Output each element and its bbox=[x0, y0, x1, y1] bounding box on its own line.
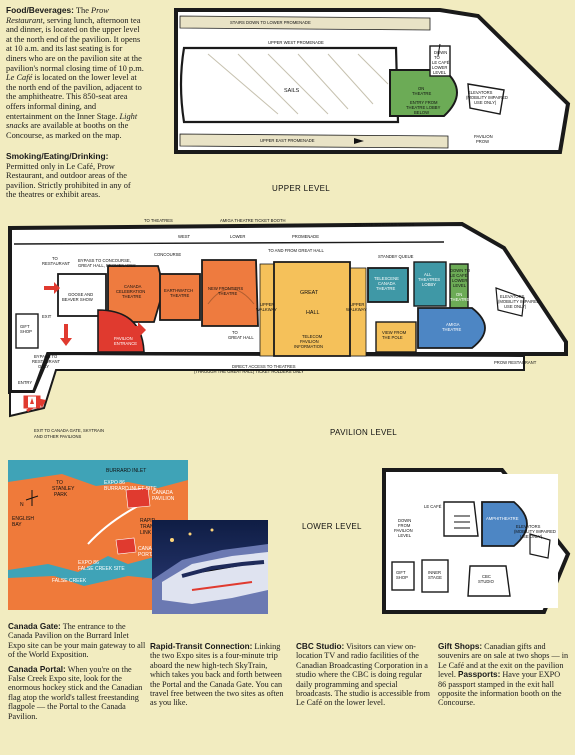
pav-upper-walkway-left: UPPER WALKWAY bbox=[256, 302, 277, 312]
lower-level-caption: LOWER LEVEL bbox=[302, 522, 362, 531]
upper-level-map: STAIRS DOWN TO LOWER PROMENADE UPPER WES… bbox=[174, 8, 571, 154]
pav-prow-restaurant: PROW RESTAURANT bbox=[494, 360, 537, 365]
pav-lower: LOWER bbox=[230, 234, 245, 239]
lower-inner-stage: INNER STAGE bbox=[428, 570, 442, 580]
upper-level-caption: UPPER LEVEL bbox=[272, 184, 330, 193]
canada-portal-text: When you're on the False Creek Expo site… bbox=[8, 664, 143, 721]
food-snacks-text: are available at booths on the Concourse… bbox=[6, 121, 129, 140]
upper-down-to-le-cafe: DOWN TO LE CAFÉ LOWER LEVEL bbox=[432, 50, 451, 75]
passports-heading: Passports: bbox=[458, 670, 501, 680]
upper-stairs-label: STAIRS DOWN TO LOWER PROMENADE bbox=[230, 20, 311, 25]
smoking-heading: Smoking/Eating/Drinking: bbox=[6, 151, 109, 161]
pavilion-level-caption: PAVILION LEVEL bbox=[330, 428, 398, 437]
pav-from-great-hall: TO AND FROM GREAT HALL bbox=[268, 248, 325, 253]
food-prow-text: serving lunch, afternoon tea and dinner,… bbox=[6, 15, 144, 73]
map-false-creek: FALSE CREEK bbox=[52, 578, 87, 584]
pav-entry: ENTRY bbox=[18, 380, 32, 385]
gift-shops-text: Canadian gifts and souvenirs are on sale… bbox=[438, 642, 569, 680]
pav-concourse: CONCOURSE bbox=[154, 252, 181, 257]
pav-canada-celebration: CANADA CELEBRATION THEATRE bbox=[116, 284, 146, 299]
map-rapid-transit: RAPID TRANSIT LINK bbox=[140, 518, 163, 536]
pav-great-hall: GREAT HALL bbox=[300, 290, 320, 316]
food-prow-intro: The bbox=[75, 6, 89, 15]
pav-direct-access: DIRECT ACCESS TO THEATRES (THROUGH THE G… bbox=[194, 364, 304, 374]
pav-earthwatch: EARTHWATCH THEATRE bbox=[164, 288, 194, 298]
lower-level-map: LE CAFÉ DOWN FROM PAVILION LEVEL AMPHITH… bbox=[382, 468, 571, 614]
rapid-transit-text: Linking the two Expo sites is a four-min… bbox=[150, 642, 284, 708]
pav-amiga-theatre: AMIGA THEATRE bbox=[442, 322, 461, 332]
food-cafe-name: Le Café bbox=[6, 73, 33, 83]
pav-new-frontiers: NEW FRONTIERS THEATRE bbox=[208, 286, 244, 296]
gift-shops-section: Gift Shops: Canadian gifts and souvenirs… bbox=[438, 642, 570, 708]
lower-amphitheatre: AMPHITHEATRE bbox=[486, 516, 519, 521]
rapid-transit-section: Rapid-Transit Connection: Linking the tw… bbox=[150, 642, 288, 708]
pav-to-theatres: TO THEATRES bbox=[144, 218, 173, 223]
pav-exit: EXIT bbox=[42, 314, 52, 319]
pav-to-canada-gate: EXIT TO CANADA GATE, SKYTRAIN AND OTHER … bbox=[34, 428, 105, 439]
lower-down-from: DOWN FROM PAVILION LEVEL bbox=[394, 518, 414, 538]
upper-elevators: ELEVATORS (MOBILITY IMPAIRED USE ONLY) bbox=[466, 90, 509, 105]
upper-on-theatre: ON THEATRE bbox=[412, 86, 431, 96]
upper-west-prom-label: UPPER WEST PROMENADE bbox=[268, 40, 324, 45]
pav-telecom: TELECOM PAVILION INFORMATION bbox=[294, 334, 323, 349]
pav-on-theatre: ON THEATRE bbox=[450, 292, 469, 302]
pav-to-great-hall: TO GREAT HALL bbox=[228, 330, 254, 340]
pav-amiga-booth: AMIGA THEATRE TICKET BOOTH bbox=[220, 218, 286, 223]
pav-west: WEST bbox=[178, 234, 191, 239]
canada-gate-text: The entrance to the Canada Pavilion on t… bbox=[8, 622, 146, 660]
rapid-transit-heading: Rapid-Transit Connection: bbox=[150, 642, 253, 651]
passports-text: Have your EXPO 86 passport stamped in th… bbox=[438, 670, 562, 708]
food-heading: Food/Beverages: bbox=[6, 5, 74, 15]
pav-standby: STANDBY QUEUE bbox=[378, 254, 414, 259]
map-to-stanley-park: TO STANLEY PARK bbox=[52, 480, 76, 498]
pav-bypass-restaurant: BYPASS TO RESTAURANT ONLY bbox=[32, 354, 61, 369]
food-snacks-name: Light snacks bbox=[6, 111, 138, 131]
pav-gift-shop: GIFT SHOP bbox=[20, 324, 32, 334]
cbc-studio-heading: CBC Studio: bbox=[296, 642, 345, 651]
map-expo-site: EXPO 86 BURRARD INLET SITE bbox=[104, 480, 157, 492]
map-burrard-inlet: BURRARD INLET bbox=[106, 468, 146, 474]
upper-east-prom-label: UPPER EAST PROMENADE bbox=[260, 138, 315, 143]
skytrain-photo bbox=[152, 520, 268, 614]
canada-gate-section: Canada Gate: The entrance to the Canada … bbox=[8, 622, 146, 721]
upper-pavilion-prow: PAVILION PROW bbox=[474, 134, 494, 144]
smoking-text: Permitted only in Le Café, Prow Restaura… bbox=[6, 161, 131, 200]
pav-view-pole: VIEW FROM THE POLE bbox=[382, 330, 407, 340]
pav-pavilion-entrance: PAVILION ENTRANCE bbox=[114, 336, 137, 346]
cbc-studio-text: Visitors can view on-location TV and rad… bbox=[296, 642, 430, 708]
lower-elevators: ELEVATORS (MOBILITY IMPAIRED USE ONLY) bbox=[514, 524, 557, 539]
map-english-bay: ENGLISH BAY bbox=[12, 516, 35, 528]
upper-entry-lobby: ENTRY FROM THEATRE LOBBY BELOW bbox=[406, 100, 441, 115]
lower-gift-shop: GIFT SHOP bbox=[396, 570, 408, 580]
pavilion-level-map: TO THEATRES WEST LOWER PROMENADE CONCOUR… bbox=[8, 218, 568, 439]
smoking-section: Smoking/Eating/Drinking: Permitted only … bbox=[6, 151, 142, 200]
pav-upper-walkway-right: UPPER WALKWAY bbox=[346, 302, 367, 312]
food-cafe-text: is located on the lower level at the nor… bbox=[6, 73, 142, 121]
map-canada-portal: CANADA PORTAL bbox=[138, 546, 160, 558]
pav-schedule-videos: THEATRE SCHEDULE VIDEOS bbox=[354, 222, 414, 227]
pav-promenade: PROMENADE bbox=[292, 234, 319, 239]
pav-elevators: ELEVATORS (MOBILITY IMPAIRED USE ONLY) bbox=[498, 294, 541, 309]
pav-telescene: TELESCENE CANADA THEATRE bbox=[374, 276, 400, 291]
pav-all-theatres-lobby: ALL THEATRES LOBBY bbox=[418, 272, 441, 287]
pav-goose: GOOSE AND BEAVER SHOW bbox=[62, 292, 94, 302]
map-canada-pavilion: CANADA PAVILION bbox=[152, 490, 175, 502]
cbc-studio-section: CBC Studio: Visitors can view on-locatio… bbox=[296, 642, 434, 708]
food-prow-name: Prow Restaurant, bbox=[6, 6, 109, 25]
pav-bypass: BYPASS TO CONCOURSE, GREAT HALL, PROMENA… bbox=[78, 258, 136, 268]
map-expo-false-creek: EXPO 86 FALSE CREEK SITE bbox=[78, 560, 125, 572]
sails-label: SAILS bbox=[284, 88, 300, 94]
map-north: N bbox=[20, 502, 24, 508]
lower-le-cafe: LE CAFÉ bbox=[424, 504, 442, 509]
lower-cbc-studio: CBC STUDIO bbox=[478, 574, 495, 584]
pav-to-restaurant: TO RESTAURANT bbox=[42, 256, 71, 266]
gift-shops-heading: Gift Shops: bbox=[438, 642, 483, 651]
food-section: Food/Beverages: The Prow Restaurant, ser… bbox=[6, 5, 144, 140]
canada-gate-heading: Canada Gate: bbox=[8, 622, 61, 631]
pav-down-to-le-cafe: DOWN TO LE CAFÉ LOWER LEVEL bbox=[450, 268, 471, 288]
canada-portal-heading: Canada Portal: bbox=[8, 664, 66, 674]
